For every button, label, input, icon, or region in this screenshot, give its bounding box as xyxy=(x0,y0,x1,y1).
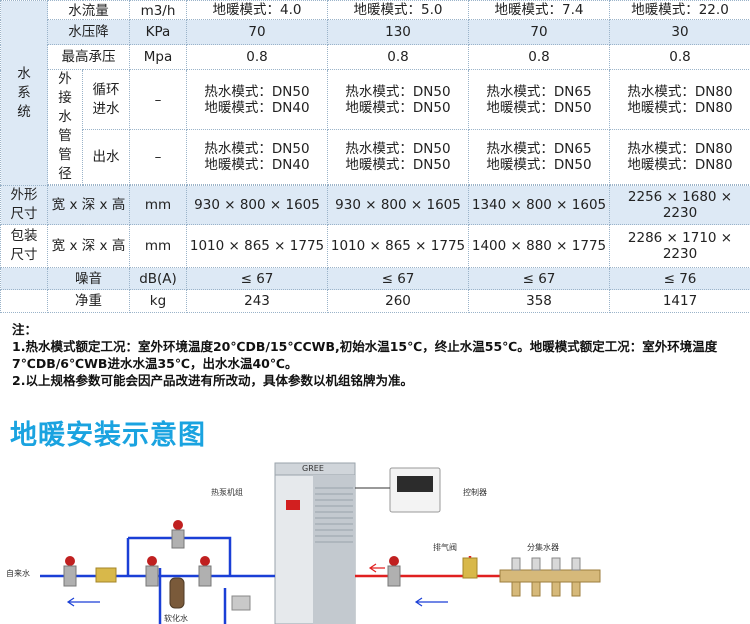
brand-text: GREE xyxy=(302,464,324,473)
notes-heading: 注： xyxy=(12,322,38,337)
weight-c4: 1417 xyxy=(609,289,750,313)
outer-size-label: 外形尺寸 xyxy=(0,185,48,225)
air-vent-icon xyxy=(462,557,478,579)
brand-logo-icon xyxy=(286,500,300,510)
noise-c1: ≤ 67 xyxy=(186,267,328,290)
outer-c4: 2256 × 1680 × 2230 xyxy=(609,185,750,225)
noise-c3: ≤ 67 xyxy=(468,267,610,290)
flow-c2: 地暖模式：5.0 xyxy=(327,0,469,20)
air-vent-label: 排气阀 xyxy=(433,542,457,552)
param-max-pressure: 最高承压 xyxy=(47,44,130,70)
flow-c3: 地暖模式：7.4 xyxy=(468,0,610,20)
unit-pressure-drop: KPa xyxy=(129,19,187,45)
package-c2: 1010 × 865 × 1775 xyxy=(327,224,469,268)
filter-icon xyxy=(95,567,117,583)
inlet-unit: – xyxy=(129,68,187,131)
flow-c4: 地暖模式：22.0 xyxy=(609,0,750,20)
weight-c1: 243 xyxy=(186,289,328,313)
heat-pump-label: 热泵机组 xyxy=(211,487,243,497)
installation-diagram: GREE 热泵机组 控制器 xyxy=(6,462,601,624)
outer-c2: 930 × 800 × 1605 xyxy=(327,185,469,225)
controller xyxy=(389,467,441,513)
noise-c2: ≤ 67 xyxy=(327,267,469,290)
outlet-label: 出水 xyxy=(82,129,130,185)
param-pressure-drop: 水压降 xyxy=(47,19,130,45)
outer-param: 宽 x 深 x 高 xyxy=(47,185,130,225)
manifold-label: 分集水器 xyxy=(527,542,559,552)
mp-c2: 0.8 xyxy=(327,44,469,70)
outer-c1: 930 × 800 × 1605 xyxy=(186,185,328,225)
union-icon xyxy=(231,595,251,611)
softener-icon xyxy=(169,577,185,609)
noise-unit: dB(A) xyxy=(129,267,187,290)
mp-c1: 0.8 xyxy=(186,44,328,70)
pd-c3: 70 xyxy=(468,19,610,45)
pipe-diameter-label: 外接水管管径 xyxy=(47,69,83,185)
flow-c1: 地暖模式：4.0 xyxy=(186,0,328,20)
note-1: 1.热水模式额定工况：室外环境温度20℃DB/15℃CWB,初始水温15℃，终止… xyxy=(12,339,718,371)
mp-c3: 0.8 xyxy=(468,44,610,70)
outer-c3: 1340 × 800 × 1605 xyxy=(468,185,610,225)
install-diagram-title: 地暖安装示意图 xyxy=(10,420,206,451)
weight-c2: 260 xyxy=(327,289,469,313)
pd-c2: 130 xyxy=(327,19,469,45)
controller-label: 控制器 xyxy=(463,487,487,497)
valve-icons xyxy=(63,520,401,587)
outer-unit: mm xyxy=(129,185,187,225)
package-param: 宽 x 深 x 高 xyxy=(47,224,130,268)
softened-water-label: 软化水 xyxy=(164,613,188,623)
noise-c4: ≤ 76 xyxy=(609,267,750,290)
pd-c4: 30 xyxy=(609,19,750,45)
spec-table: 水系统 水流量 m3/h 地暖模式：4.0 地暖模式：5.0 地暖模式：7.4 … xyxy=(0,0,750,313)
noise-param: 噪音 xyxy=(47,267,130,290)
tap-water-label: 自来水 xyxy=(6,568,30,578)
weight-unit: kg xyxy=(129,289,187,313)
inlet-label: 循环进水 xyxy=(82,68,130,131)
unit-max-pressure: Mpa xyxy=(129,44,187,70)
weight-param: 净重 xyxy=(47,289,130,313)
mp-c4: 0.8 xyxy=(609,44,750,70)
heat-pump-unit: GREE xyxy=(274,462,356,624)
package-c3: 1400 × 880 × 1775 xyxy=(468,224,610,268)
pd-c1: 70 xyxy=(186,19,328,45)
noise-cat xyxy=(0,267,48,290)
package-unit: mm xyxy=(129,224,187,268)
flow-arrows xyxy=(66,563,448,607)
package-c4: 2286 × 1710 × 2230 xyxy=(609,224,750,268)
unit-flow: m3/h xyxy=(129,0,187,20)
notes-section: 注： 1.热水模式额定工况：室外环境温度20℃DB/15℃CWB,初始水温15℃… xyxy=(12,321,740,389)
outlet-unit: – xyxy=(129,129,187,185)
manifold-icon xyxy=(499,557,601,597)
water-system-label: 水系统 xyxy=(0,0,48,186)
weight-cat xyxy=(0,289,48,313)
param-flow: 水流量 xyxy=(47,0,130,20)
weight-c3: 358 xyxy=(468,289,610,313)
note-2: 2.以上规格参数可能会因产品改进有所改动，具体参数以机组铭牌为准。 xyxy=(12,373,413,388)
package-c1: 1010 × 865 × 1775 xyxy=(186,224,328,268)
package-size-label: 包装尺寸 xyxy=(0,224,48,268)
